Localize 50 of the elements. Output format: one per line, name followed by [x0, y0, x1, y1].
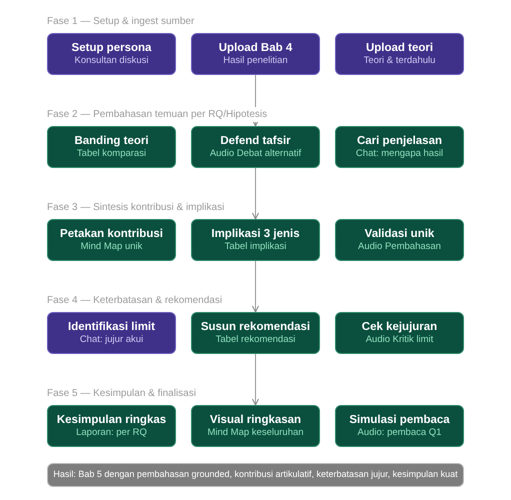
- step-box: [47, 219, 176, 261]
- arrow: [252, 260, 259, 312]
- step-subtitle: Mind Map keseluruhan: [207, 427, 304, 440]
- step-subtitle: Audio Pembahasan: [358, 241, 441, 254]
- step-title: Visual ringkasan: [210, 412, 302, 428]
- step-title: Banding teori: [74, 134, 149, 148]
- step-subtitle: Audio Kritik limit: [366, 334, 434, 346]
- step-subtitle: Audio: pembaca Q1: [358, 427, 442, 440]
- step-subtitle: Mind Map unik: [80, 241, 142, 254]
- step-subtitle: Tabel komparasi: [76, 148, 146, 160]
- step-box: [47, 405, 176, 447]
- step-box: [335, 126, 464, 168]
- arrow: [252, 354, 259, 406]
- step-title: Setup persona: [72, 40, 152, 56]
- step-subtitle: Chat: mengapa hasil: [356, 148, 444, 160]
- step-box: [335, 405, 464, 447]
- step-subtitle: Laporan: per RQ: [76, 427, 147, 440]
- step-box: [335, 312, 464, 354]
- step-subtitle: Chat: jujur akui: [80, 334, 144, 346]
- step-subtitle: Tabel rekomendasi: [216, 334, 296, 346]
- step-subtitle: Konsultan diskusi: [74, 55, 148, 68]
- step-title: Identifikasi limit: [68, 320, 155, 334]
- step-title: Implikasi 3 jenis: [211, 226, 300, 242]
- step-title: Petakan kontribusi: [60, 226, 163, 242]
- step-box: [335, 219, 464, 261]
- step-title: Upload teori: [366, 40, 434, 56]
- arrow: [252, 168, 259, 220]
- step-box: [191, 312, 320, 354]
- step-subtitle: Tabel implikasi: [224, 241, 286, 254]
- step-box: [47, 33, 176, 75]
- step-box: [47, 126, 176, 168]
- step-title: Simulasi pembaca: [349, 412, 450, 428]
- step-title: Upload Bab 4: [218, 40, 292, 56]
- step-box: [191, 33, 320, 75]
- step-title: Cek kejujuran: [362, 320, 438, 334]
- result-text: Hasil: Bab 5 dengan pembahasan grounded, kontribusi artikulatif, keterbatasan jujur, kesimpulan kuat: [53, 468, 458, 482]
- step-subtitle: Teori & terdahulu: [364, 55, 436, 68]
- step-subtitle: Hasil penelitian: [223, 55, 288, 68]
- step-subtitle: Audio Debat alternatif: [210, 148, 302, 160]
- step-title: Cari penjelasan: [356, 134, 442, 148]
- step-title: Defend tafsir: [220, 134, 291, 148]
- result-box: [47, 463, 464, 487]
- step-box: [47, 312, 176, 354]
- step-title: Susun rekomendasi: [200, 320, 310, 334]
- step-box: [335, 33, 464, 75]
- step-box: [191, 126, 320, 168]
- step-title: Kesimpulan ringkas: [56, 412, 166, 428]
- step-box: [191, 405, 320, 447]
- step-box: [191, 219, 320, 261]
- step-title: Validasi unik: [364, 226, 434, 242]
